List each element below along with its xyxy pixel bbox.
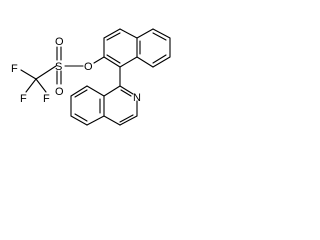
isoq-bond-c8a-c8 — [86, 85, 105, 97]
atom-o-ester: O — [84, 61, 93, 73]
naph-bond-c1-c2-inner — [106, 54, 121, 64]
isoq-bond-c1-n2-inner — [120, 89, 132, 97]
atom-f2: F — [20, 93, 27, 105]
isoq-bond-c5-c4a — [86, 115, 105, 126]
structure-canvas: F F F S O O O — [0, 0, 219, 161]
bond-o-ester-naphthalene — [93, 56, 105, 64]
isoquinoline-ring: N — [70, 85, 141, 126]
isoq-bond-c8-c7 — [70, 85, 88, 97]
atom-f1: F — [11, 63, 18, 75]
isoq-bond-c6-c5 — [70, 115, 88, 126]
isoq-bond-c1-n2 — [119, 85, 134, 95]
naph-bond-c3-c4 — [103, 28, 121, 39]
structure-drawing: F F F S O O O — [11, 28, 171, 126]
naph-bond-c5-c6 — [152, 28, 171, 39]
atom-o-top: O — [55, 36, 64, 48]
naph-bond-c3-c4-inner — [106, 32, 121, 41]
naph-bond-c7-c8 — [152, 56, 171, 68]
isoq-bond-c4-c4a — [103, 115, 121, 126]
atom-f3: F — [43, 93, 50, 105]
atom-o-bottom: O — [55, 86, 64, 98]
isoq-bond-c8-c7-inner — [74, 89, 88, 98]
naphthalene-ring — [103, 28, 171, 68]
naph-bond-c1-c2 — [103, 56, 121, 68]
atom-n: N — [133, 92, 141, 104]
naph-bond-c8-c8a — [136, 56, 154, 68]
bond-s-c — [35, 65, 57, 80]
naph-bond-c4a-c5 — [136, 28, 154, 39]
bond-c-f3 — [35, 78, 47, 93]
naph-bond-c7-c8-inner — [152, 54, 167, 64]
bond-c-f2 — [25, 78, 37, 93]
isoq-bond-c3-c4-inner — [119, 114, 134, 123]
atom-s: S — [55, 61, 62, 73]
naph-bond-c5-c6-inner — [152, 32, 167, 41]
isoq-bond-c8a-c1 — [103, 85, 121, 97]
naph-bond-c8a-c1 — [119, 56, 138, 68]
triflate-group: F F F S O O O — [11, 36, 105, 105]
bond-c-f1 — [20, 69, 37, 80]
isoq-bond-c3-c4 — [119, 115, 138, 126]
isoq-bond-c6-c5-inner — [74, 113, 88, 122]
naph-bond-c4-c4a — [119, 28, 138, 39]
